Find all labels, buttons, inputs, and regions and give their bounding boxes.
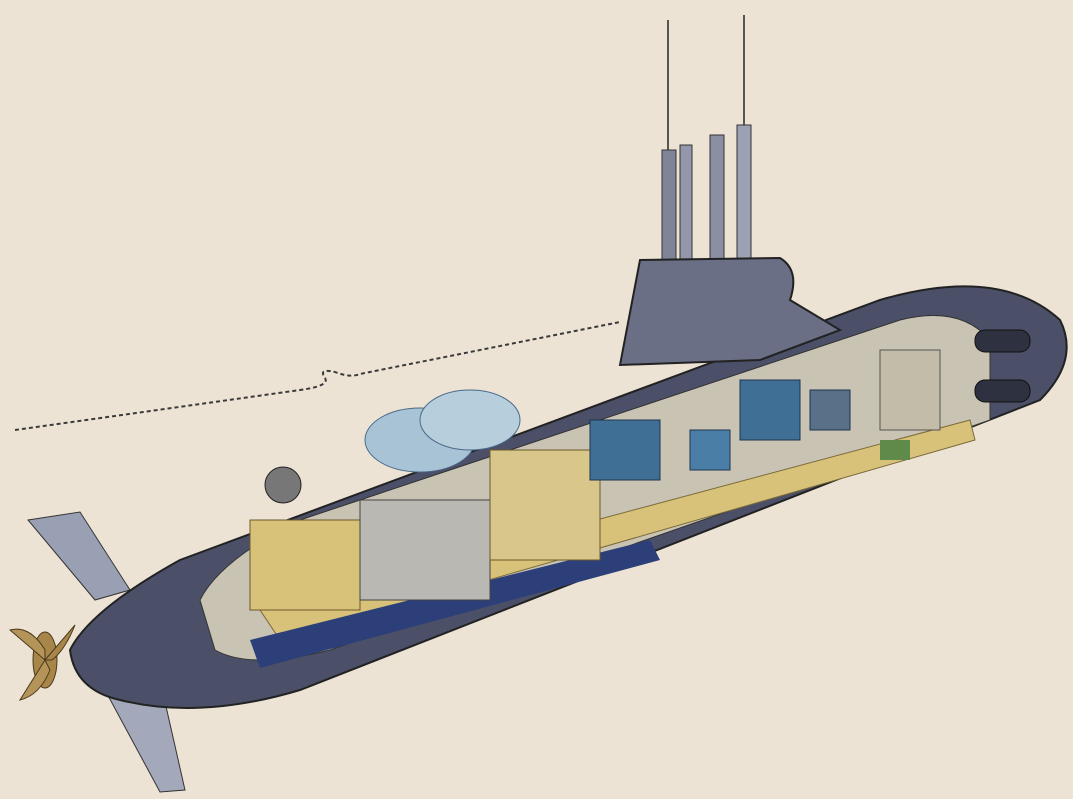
storage-tanks (364, 389, 521, 473)
towed-antenna-cable (14, 321, 621, 431)
control-room-machinery (589, 349, 941, 481)
torpedo-tubes (974, 329, 1031, 403)
sail-tower (618, 256, 843, 367)
diesel-engines (249, 449, 601, 611)
propeller (8, 624, 76, 701)
battery-compartment (250, 540, 660, 668)
